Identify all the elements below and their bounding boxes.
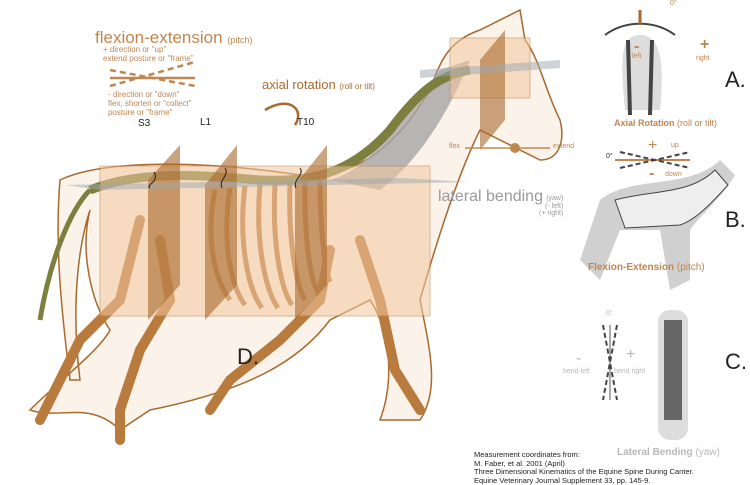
minus-direction-text: - direction or "down"flex, shorten or "c… xyxy=(108,90,192,117)
title-text: flexion-extension xyxy=(95,28,223,47)
flexion-extension-title: flexion-extension (pitch) xyxy=(95,28,253,48)
lateral-bending-title: lateral bending xyxy=(438,188,543,205)
label-l1: L1 xyxy=(200,117,212,128)
panel-b-up: up xyxy=(671,142,679,149)
panel-c-caption: Lateral Bending (yaw) xyxy=(617,447,720,458)
panel-b-minus: - xyxy=(649,165,655,182)
head-horizontal-plane xyxy=(420,60,560,78)
vertebra-pointers xyxy=(148,167,302,189)
panel-c-label: C. xyxy=(725,349,747,374)
sub: (- left) xyxy=(545,202,564,210)
panel-a-right: right xyxy=(696,55,710,62)
plus-line: extend posture or "frame" xyxy=(103,53,194,63)
citation-line: M. Faber, et al. 2001 (April) xyxy=(474,458,565,468)
lateral-bending-sub: (yaw)(- left)(+ right) xyxy=(539,195,563,218)
panel-b-label: B. xyxy=(725,207,746,232)
horizontal-plane xyxy=(65,178,470,190)
citation: Measurement coordinates from: M. Faber, … xyxy=(474,450,694,485)
caption-sub: (roll or tilt) xyxy=(677,118,718,128)
panel-a-plus: + xyxy=(700,36,710,53)
panel-d-label: D. xyxy=(237,344,259,369)
panel-b-figure xyxy=(580,151,735,290)
citation-line: Equine Veterinary Journal Supplement 33,… xyxy=(474,475,651,485)
panel-c-zero: 0° xyxy=(606,310,613,317)
minus-line: - direction or "down" xyxy=(108,90,180,99)
title-sub: (pitch) xyxy=(227,35,253,45)
panel-a-caption: Axial Rotation (roll or tilt) xyxy=(614,118,718,129)
panel-a-zero: 0° xyxy=(670,0,677,7)
axial-rotation-arrow xyxy=(264,102,300,126)
vertical-planes xyxy=(148,30,505,320)
label-t10: T10 xyxy=(297,117,315,128)
panel-c-figure xyxy=(602,310,688,440)
caption-bold: Lateral Bending xyxy=(617,447,693,458)
panel-a-left: left xyxy=(632,53,642,60)
panel-a-label: A. xyxy=(725,67,746,92)
minus-line: flex, shorten or "collect" xyxy=(108,98,192,108)
panel-c-bend-right: bend right xyxy=(614,368,646,375)
panel-c-bend-left: bend left xyxy=(563,368,590,375)
caption-sub: (yaw) xyxy=(695,447,720,458)
plus-line: + direction or "up" xyxy=(103,45,167,54)
panel-a-figure xyxy=(604,10,676,116)
axial-rotation-label: axial rotation (roll or tilt) xyxy=(262,77,375,92)
caption-bold: Axial Rotation xyxy=(614,118,675,128)
axial-title: axial rotation xyxy=(262,77,336,92)
tail xyxy=(37,188,92,321)
panel-b-zero: 0° xyxy=(606,153,613,160)
citation-line: Three Dimensional Kinematics of the Equi… xyxy=(474,467,694,477)
flexion-arrows xyxy=(109,60,196,88)
caption-sub: (pitch) xyxy=(676,262,705,273)
panel-b-plus: + xyxy=(648,137,658,154)
panel-b-caption: Flexion-Extension (pitch) xyxy=(588,262,705,273)
extend-label: extend xyxy=(553,143,575,150)
sub: (+ right) xyxy=(539,210,564,218)
flex-label: flex xyxy=(449,143,460,150)
sub: (yaw) xyxy=(546,195,564,202)
panel-a-minus: - xyxy=(634,38,640,55)
minus-line: posture or "frame" xyxy=(108,107,173,117)
neck-shading xyxy=(330,60,470,190)
caption-bold: Flexion-Extension xyxy=(588,262,675,273)
label-s3: S3 xyxy=(138,118,151,129)
axial-sub: (roll or tilt) xyxy=(339,82,375,91)
citation-line: Measurement coordinates from: xyxy=(474,450,580,459)
panel-b-down: down xyxy=(665,171,682,178)
panel-c-minus: - xyxy=(576,350,582,367)
panel-c-plus: + xyxy=(626,346,636,363)
plus-direction-text: + direction or "up"extend posture or "fr… xyxy=(103,45,194,64)
